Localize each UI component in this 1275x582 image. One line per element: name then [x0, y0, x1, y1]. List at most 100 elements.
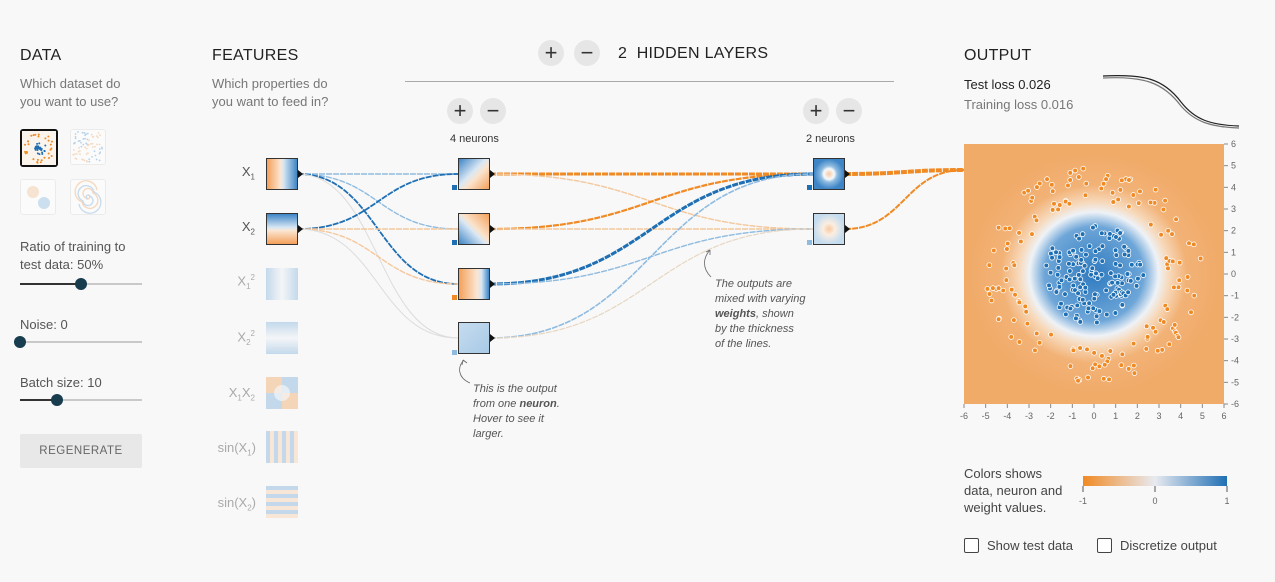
noise-slider[interactable]: [14, 334, 142, 350]
show-test-data-box[interactable]: [964, 538, 979, 553]
discretize-output-checkbox[interactable]: Discretize output: [1097, 538, 1217, 553]
layer2-add-neuron-button[interactable]: +: [803, 98, 829, 124]
bias-indicator[interactable]: [452, 295, 457, 300]
remove-layer-button[interactable]: −: [574, 40, 600, 66]
output-data-point: [1091, 350, 1097, 356]
output-data-point: [1176, 259, 1183, 266]
layer1-remove-neuron-button[interactable]: −: [480, 98, 506, 124]
output-data-point: [1046, 282, 1052, 289]
weight-link[interactable]: [297, 228, 459, 339]
regenerate-button[interactable]: REGENERATE: [20, 434, 142, 468]
weight-link[interactable]: [489, 173, 814, 339]
x-tick-label: 6: [1221, 411, 1226, 421]
dataset-dot: [25, 150, 28, 153]
x-tick-label: -2: [1047, 411, 1055, 421]
legend-tick-max: 1: [1224, 496, 1229, 506]
dataset-dot: [84, 134, 87, 137]
node-output-arrow-icon: [490, 225, 495, 233]
output-data-point: [1171, 322, 1178, 328]
discretize-output-label: Discretize output: [1120, 538, 1217, 553]
dataset-spiral[interactable]: [70, 179, 106, 215]
layer1-neuron-4[interactable]: [458, 322, 490, 354]
output-data-point: [1032, 347, 1038, 354]
dataset-dot: [101, 147, 104, 150]
feature-x1sq-node[interactable]: [266, 268, 298, 300]
layer1-neuron-1[interactable]: [458, 158, 490, 190]
output-data-point: [1165, 227, 1171, 234]
data-title: DATA: [20, 47, 62, 64]
bias-indicator[interactable]: [452, 240, 457, 245]
add-layer-button[interactable]: +: [538, 40, 564, 66]
output-data-point: [1076, 235, 1082, 242]
dataset-dot: [39, 148, 42, 151]
feature-x2-label: X2: [241, 219, 255, 237]
feature-sinx1-node[interactable]: [266, 431, 298, 463]
layer1-neuron-3[interactable]: [458, 268, 490, 300]
weight-link[interactable]: [489, 172, 814, 286]
layer2-neuron-1[interactable]: [813, 158, 845, 190]
layer2-remove-neuron-button[interactable]: −: [836, 98, 862, 124]
output-data-point: [1029, 231, 1035, 237]
weight-link[interactable]: [489, 172, 814, 231]
discretize-output-box[interactable]: [1097, 538, 1112, 553]
noise-slider-knob[interactable]: [14, 336, 26, 348]
output-data-point: [1175, 284, 1182, 291]
weight-link[interactable]: [844, 168, 965, 176]
bias-indicator[interactable]: [452, 350, 457, 355]
dataset-circle[interactable]: [20, 129, 58, 167]
feature-x2sq-node[interactable]: [266, 322, 298, 354]
dataset-dot: [94, 145, 96, 148]
neuron-annot-line3: Hover to see it: [473, 413, 544, 425]
output-data-point: [1093, 313, 1100, 320]
show-test-data-label: Show test data: [987, 538, 1073, 553]
feature-x2-node[interactable]: [266, 213, 298, 245]
bias-indicator[interactable]: [807, 185, 812, 190]
ratio-slider-knob[interactable]: [75, 278, 87, 290]
hidden-layers-heading: 2 HIDDEN LAYERS: [618, 45, 768, 63]
weight-link[interactable]: [489, 228, 814, 339]
ratio-slider[interactable]: [20, 276, 142, 292]
dataset-dot: [85, 147, 88, 150]
output-data-point: [1056, 284, 1063, 290]
batch-slider[interactable]: [20, 392, 142, 408]
layer1-add-neuron-button[interactable]: +: [447, 98, 473, 124]
output-data-point: [1188, 309, 1194, 316]
output-data-point: [1117, 262, 1123, 269]
dataset-dot: [50, 140, 53, 143]
xor-dataset-icon: [72, 131, 104, 163]
feature-sinx2-node[interactable]: [266, 486, 298, 518]
ratio-label-text: Ratio of training to test data:: [20, 239, 126, 272]
output-data-point: [1115, 196, 1121, 203]
bias-indicator[interactable]: [452, 185, 457, 190]
output-data-point: [1137, 188, 1143, 195]
output-data-point: [1022, 303, 1029, 310]
output-data-point: [1099, 353, 1105, 359]
layer1-neuron-2[interactable]: [458, 213, 490, 245]
weight-link[interactable]: [297, 228, 459, 285]
batch-slider-knob[interactable]: [50, 394, 63, 406]
output-data-point: [1054, 271, 1061, 278]
batch-slider-fill: [20, 399, 57, 401]
feature-x1x2-node[interactable]: [266, 377, 298, 409]
dataset-dot: [38, 153, 41, 156]
output-data-point: [1089, 365, 1096, 372]
show-test-data-checkbox[interactable]: Show test data: [964, 538, 1073, 553]
dataset-dot: [83, 132, 86, 134]
output-data-point: [1049, 181, 1055, 188]
feature-x1-node[interactable]: [266, 158, 298, 190]
dataset-dot: [41, 151, 44, 154]
dataset-dot: [95, 158, 98, 161]
output-data-point: [1056, 254, 1063, 260]
output-data-point: [1082, 192, 1089, 199]
layer2-neuron-2[interactable]: [813, 213, 845, 245]
weight-link[interactable]: [844, 169, 965, 230]
output-data-point: [1164, 306, 1171, 312]
dataset-xor[interactable]: [70, 129, 106, 165]
dataset-gaussian[interactable]: [20, 179, 56, 215]
output-data-point: [1036, 339, 1043, 346]
output-data-point: [1109, 279, 1115, 286]
weight-link[interactable]: [297, 173, 459, 230]
bias-indicator[interactable]: [807, 240, 812, 245]
output-data-point: [1121, 251, 1128, 258]
